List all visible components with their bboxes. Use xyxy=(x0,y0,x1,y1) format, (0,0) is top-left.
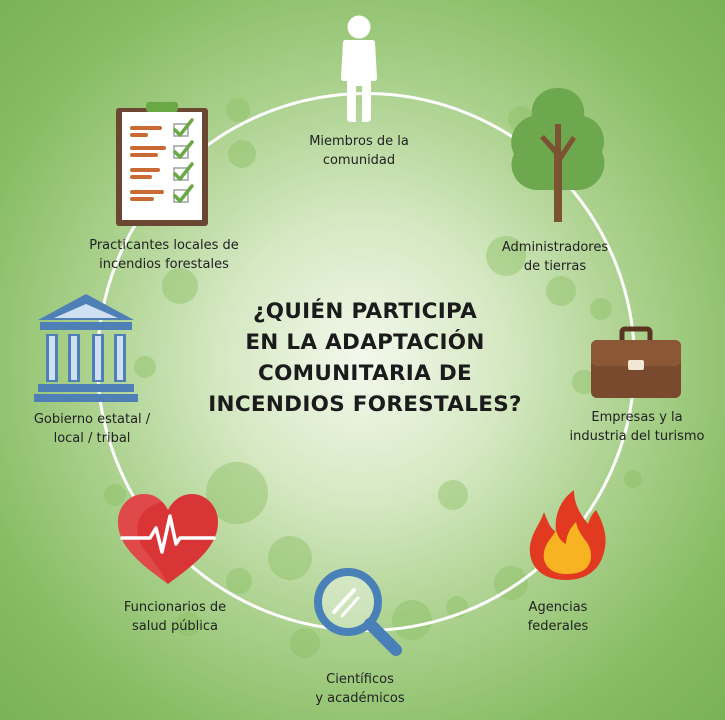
label-line: Empresas y la xyxy=(591,410,683,425)
clipboard-checklist-icon xyxy=(116,102,208,226)
label-line: incendios forestales xyxy=(99,257,229,272)
central-question-title: ¿QUIÉN PARTICIPA EN LA ADAPTACIÓN COMUNI… xyxy=(170,296,560,420)
tree-icon xyxy=(511,88,605,222)
label-line: local / tribal xyxy=(53,431,131,446)
label-line: de tierras xyxy=(523,259,587,274)
title-line: EN LA ADAPTACIÓN xyxy=(245,330,485,355)
decorative-bubble xyxy=(104,484,126,506)
label-line: Administradores xyxy=(501,240,609,255)
participant-practitioners-label: Practicantes locales de incendios forest… xyxy=(66,236,262,274)
flame-icon xyxy=(529,490,606,580)
title-line: COMUNITARIA DE xyxy=(258,361,472,386)
title-line: ¿QUIÉN PARTICIPA xyxy=(252,299,478,324)
participant-land-label: Administradores de tierras xyxy=(490,238,620,276)
heart-pulse-icon xyxy=(118,494,218,584)
decorative-bubble xyxy=(624,470,642,488)
label-line: Funcionarios de xyxy=(123,600,227,615)
decorative-bubble xyxy=(176,612,200,636)
label-line: Gobierno estatal / xyxy=(33,412,151,427)
label-line: salud pública xyxy=(131,619,219,634)
decorative-bubble xyxy=(226,98,250,122)
label-line: federales xyxy=(527,619,589,634)
magnifier-icon xyxy=(314,568,402,656)
label-line: Practicantes locales de xyxy=(89,238,239,253)
person-icon xyxy=(341,15,377,122)
label-line: industria del turismo xyxy=(569,429,705,444)
label-line: y académicos xyxy=(315,691,405,706)
participant-community-label: Miembros de la comunidad xyxy=(282,132,436,170)
participant-federal-label: Agencias federales xyxy=(498,598,618,636)
label-line: comunidad xyxy=(322,153,396,168)
label-line: Miembros de la xyxy=(309,134,409,149)
label-line: Agencias xyxy=(528,600,588,615)
participant-science-label: Científicos y académicos xyxy=(280,670,440,708)
government-building-icon xyxy=(34,294,138,402)
decorative-bubble xyxy=(290,628,320,658)
participant-business-label: Empresas y la industria del turismo xyxy=(552,408,722,446)
participant-government-label: Gobierno estatal / local / tribal xyxy=(14,410,170,448)
title-line: INCENDIOS FORESTALES? xyxy=(208,392,522,417)
label-line: Científicos xyxy=(326,672,394,687)
participant-health-label: Funcionarios de salud pública xyxy=(102,598,248,636)
briefcase-icon xyxy=(591,326,681,398)
